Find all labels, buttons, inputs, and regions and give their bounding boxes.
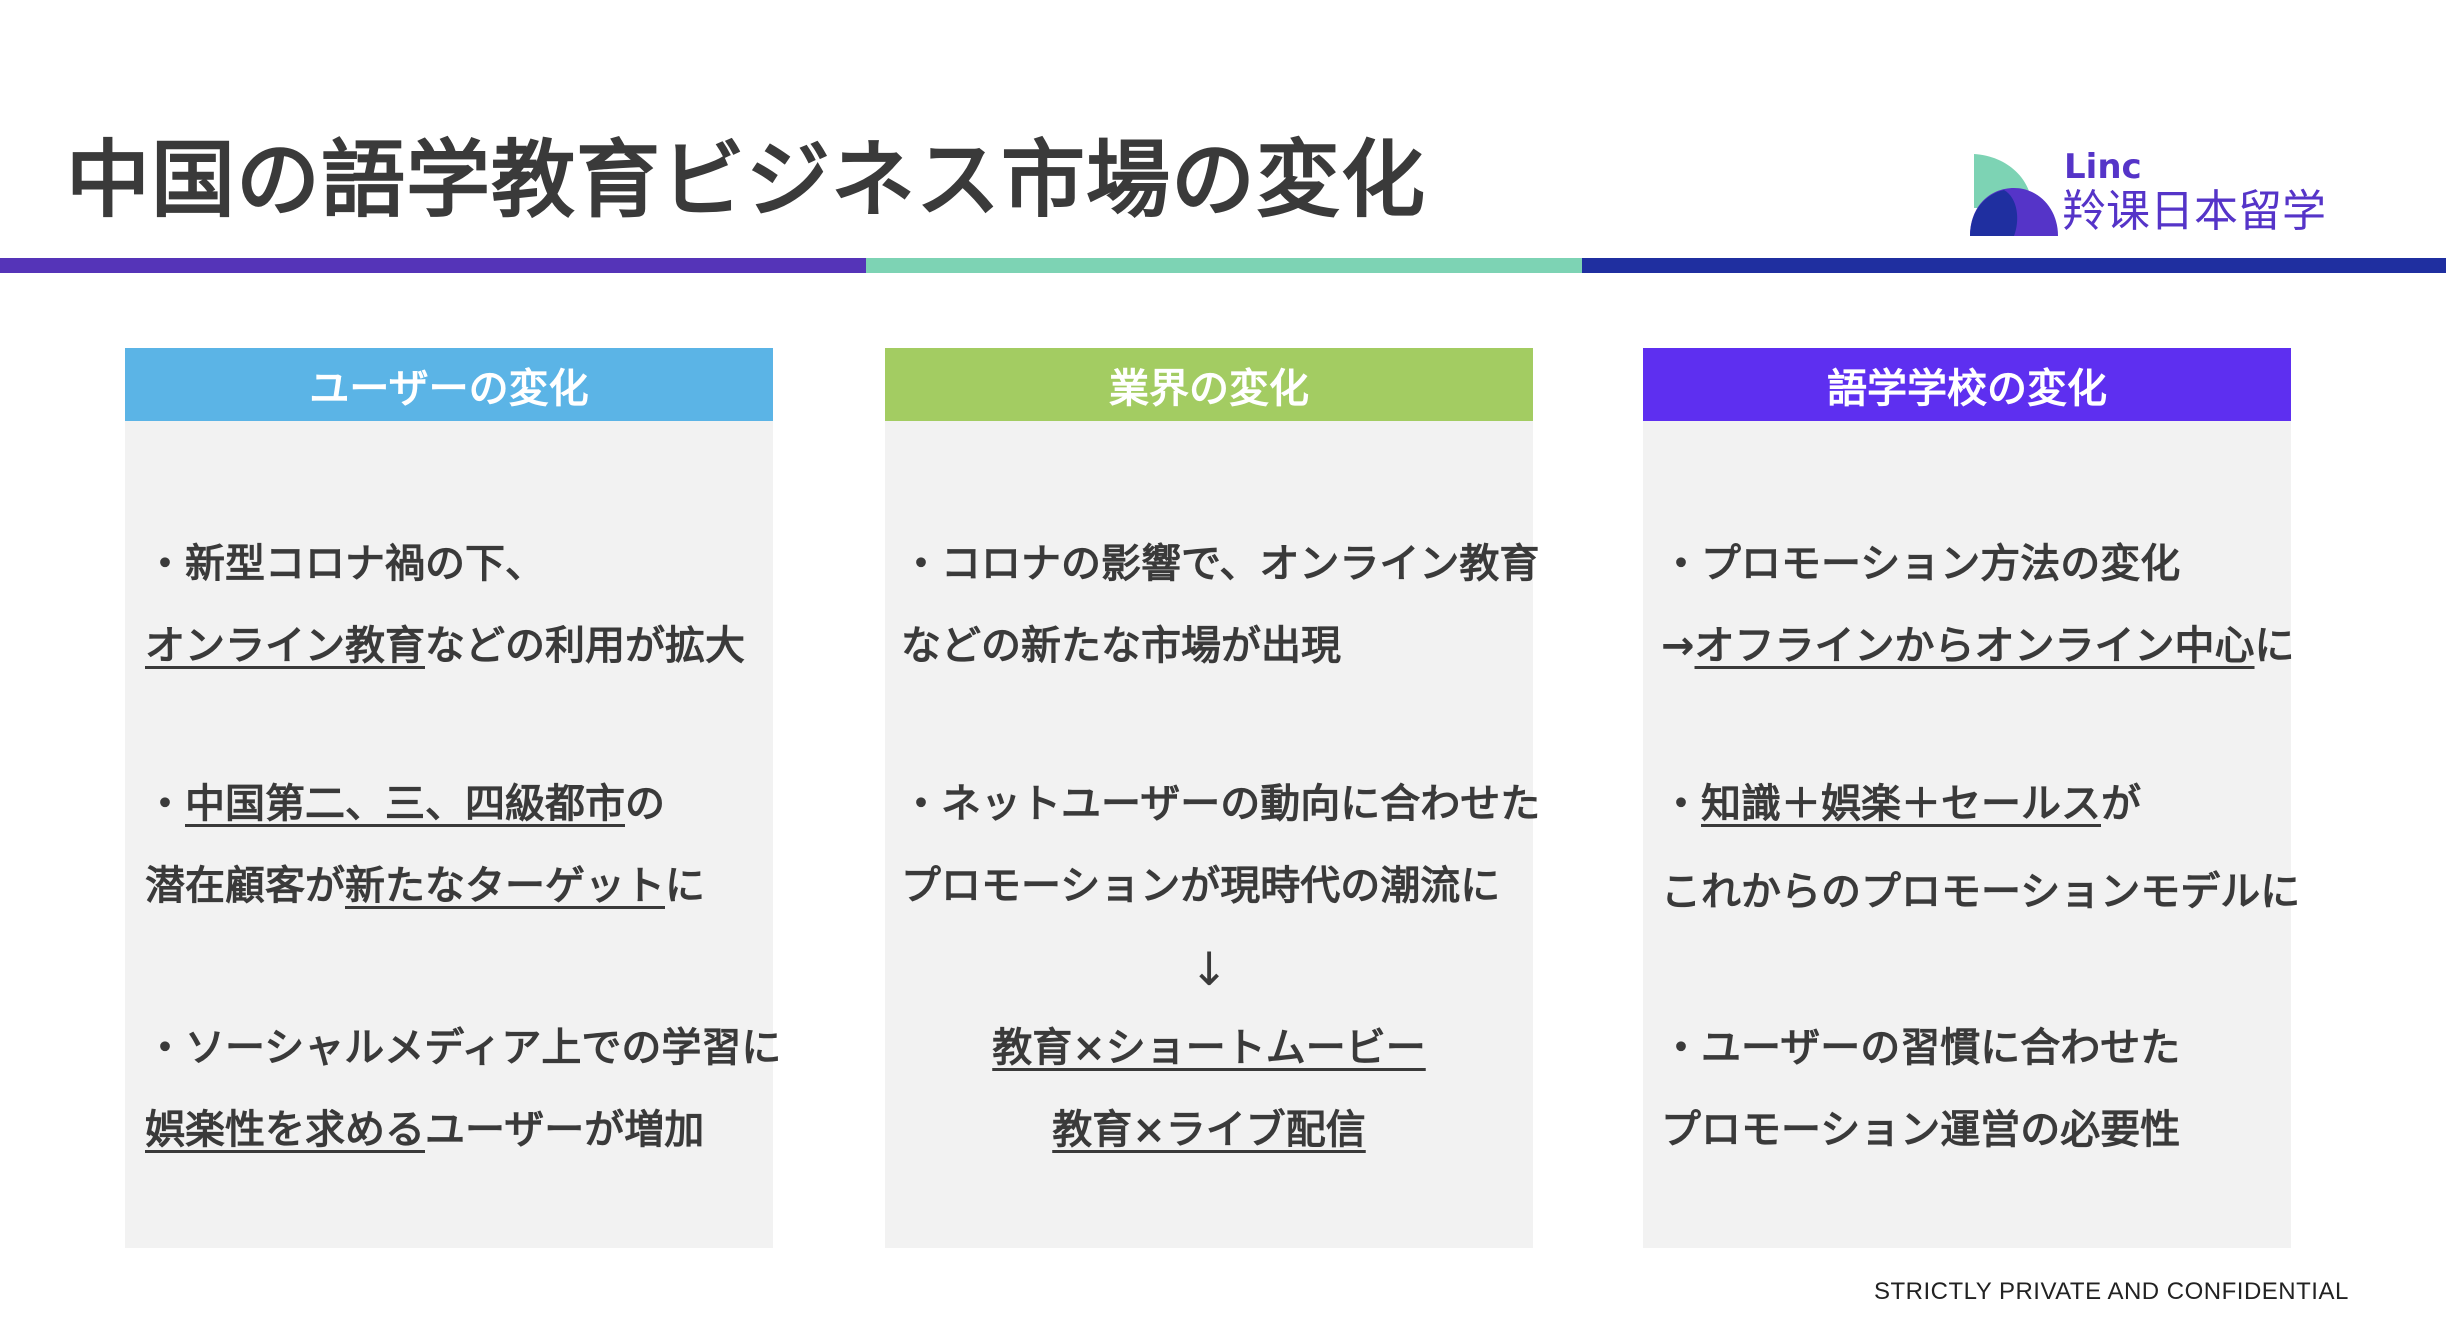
column-user-changes: ユーザーの変化 ・新型コロナ禍の下、 オンライン教育などの利用が拡大 ・中国第二… — [125, 348, 781, 1248]
school-point1-line2: →オフラインからオンライン中心に — [1661, 626, 2295, 666]
column-header-school: 語学学校の変化 — [1643, 348, 2291, 421]
bullet: ・ — [145, 781, 185, 827]
user-point3-line1: ・ソーシャルメディア上での学習に — [145, 1025, 782, 1071]
underlined-text: 教育×ショートムービー — [992, 1025, 1426, 1071]
user-point3-line2: 娯楽性を求めるユーザーが増加 — [145, 1110, 704, 1150]
underlined-text: オンライン教育 — [145, 623, 425, 669]
stripe-purple — [0, 258, 866, 273]
column-school-changes: 語学学校の変化 ・プロモーション方法の変化 →オフラインからオンライン中心に ・… — [1643, 348, 2300, 1248]
stripe-green — [866, 258, 1582, 273]
user-point1-line2: オンライン教育などの利用が拡大 — [145, 626, 745, 666]
industry-point2-line2: プロモーションが現時代の潮流に — [901, 863, 1501, 909]
stripe-blue — [1582, 258, 2446, 273]
confidential-footer: STRICTLY PRIVATE AND CONFIDENTIAL — [1874, 1278, 2349, 1305]
underlined-text: 教育×ライブ配信 — [1052, 1107, 1366, 1153]
underlined-text: 中国第二、三、四級都市 — [185, 781, 625, 827]
underlined-text: 新たなターゲット — [345, 863, 665, 909]
user-point1-line1: ・新型コロナ禍の下、 — [145, 541, 545, 587]
user-point2-line2: 潜在顧客が新たなターゲットに — [145, 866, 705, 906]
school-point3-line1: ・ユーザーの習慣に合わせた — [1661, 1025, 2181, 1071]
text: 潜在顧客が — [145, 863, 345, 909]
arrow-text: → — [1661, 623, 1695, 669]
industry-trend-line1: 教育×ショートムービー — [885, 1028, 1533, 1068]
text: に — [665, 863, 705, 909]
industry-point1-line2: などの新たな市場が出現 — [901, 623, 1341, 669]
bullet: ・ — [1661, 781, 1701, 827]
school-point2-line2: これからのプロモーションモデルに — [1661, 869, 2301, 915]
column-header-user: ユーザーの変化 — [125, 348, 773, 421]
text: が — [2101, 781, 2141, 827]
school-point2-line1: ・知識＋娯楽＋セールスが — [1661, 784, 2141, 824]
underlined-text: 娯楽性を求める — [145, 1107, 425, 1153]
user-point2-line1: ・中国第二、三、四級都市の — [145, 784, 665, 824]
slide-title: 中国の語学教育ビジネス市場の変化 — [66, 131, 1427, 229]
logo-brand-text: Linc — [2064, 147, 2142, 187]
industry-point2-line1: ・ネットユーザーの動向に合わせた — [901, 781, 1541, 827]
underlined-text: 知識＋娯楽＋セールス — [1701, 781, 2101, 827]
column-header-industry: 業界の変化 — [885, 348, 1533, 421]
school-point3-line2: プロモーション運営の必要性 — [1661, 1107, 2181, 1153]
text: などの利用が拡大 — [425, 623, 745, 669]
text: に — [2254, 623, 2295, 669]
text: ユーザーが増加 — [425, 1107, 705, 1153]
logo-name-cn: 羚课日本留学 — [2062, 186, 2326, 237]
linc-logo-icon — [1970, 154, 2058, 236]
industry-trend-line2: 教育×ライブ配信 — [885, 1110, 1533, 1150]
industry-point1-line1: ・コロナの影響で、オンライン教育 — [901, 541, 1540, 587]
down-arrow: ↓ — [1189, 942, 1229, 996]
column-industry-changes: 業界の変化 ・コロナの影響で、オンライン教育 などの新たな市場が出現 ・ネットユ… — [885, 348, 1540, 1248]
underlined-text: オフラインからオンライン中心 — [1694, 623, 2255, 669]
school-point1-line1: ・プロモーション方法の変化 — [1661, 541, 2181, 587]
text: の — [625, 781, 665, 827]
logo: Linc 羚课日本留学 — [1968, 150, 2338, 240]
